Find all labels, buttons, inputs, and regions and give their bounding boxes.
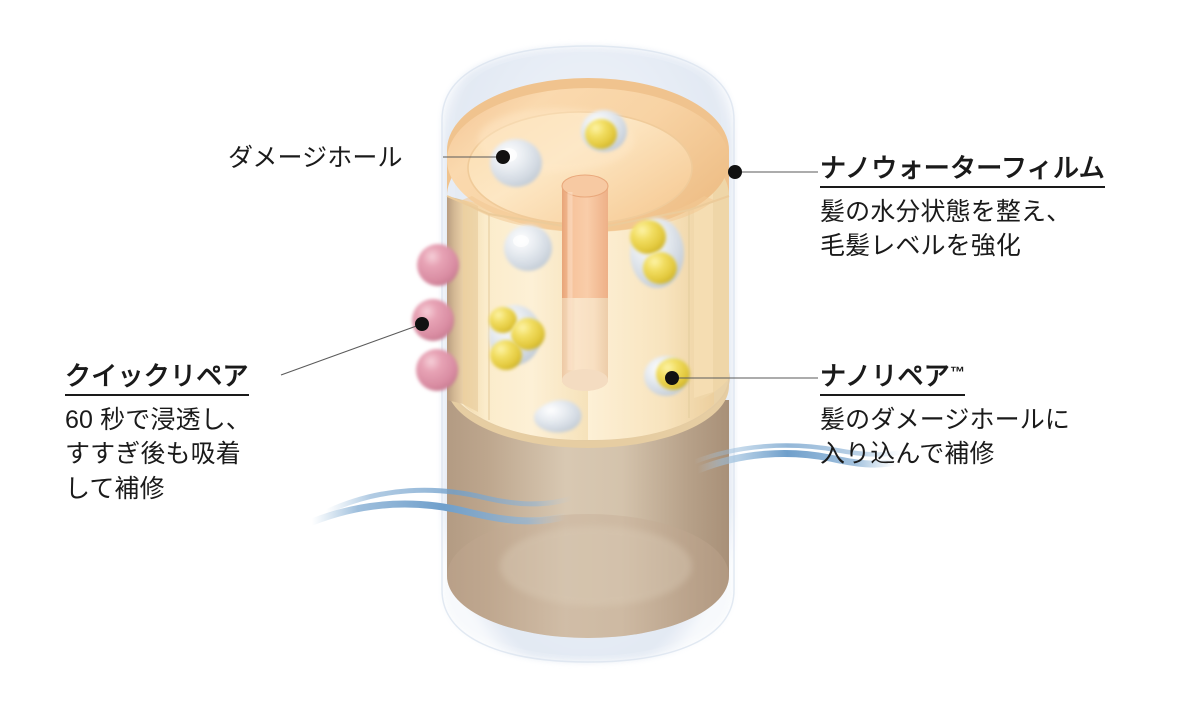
medulla-column [561,174,609,391]
trademark-symbol: ™ [950,363,966,381]
callout-title-nano-repair-text: ナノリペア [820,361,951,391]
leader-dot-quick-repair [415,317,429,331]
damage-hole-icon [489,305,541,365]
water-wave [308,500,570,526]
callout-body-quick-repair: 60 秒で浸透し、 すすぎ後も吸着 して補修 [65,405,251,503]
leader-dot-damage-hole [496,150,510,164]
leader-line-quick-repair [280,323,423,376]
water-wave [323,487,575,515]
leader-dot-water-film [728,165,742,179]
leader-dot-nano-repair [665,371,679,385]
nano-repair-particle-group [489,119,690,396]
cortex-cut-shelf [446,315,730,448]
damage-hole-icon [490,139,542,187]
damage-hole-icon [581,110,627,152]
quick-repair-sphere [417,244,459,286]
nano-repair-particle [489,307,517,333]
quick-repair-sphere [416,349,458,391]
nano-repair-particle [630,220,666,254]
quick-repair-sphere [412,299,454,341]
hair-cortex-cut-body [447,150,729,441]
quick-repair-sphere-group [412,244,459,391]
nano-repair-particle [511,318,545,350]
callout-body-nano-repair: 髪のダメージホールに 入り込んで補修 [820,405,1071,469]
callout-title-quick-repair: クイックリペア [65,360,249,396]
callout-title-nano-water-film: ナノウォーターフィルム [820,152,1105,188]
nano-repair-particle [585,119,617,149]
callout-nano-water-film: ナノウォーターフィルム 髪の水分状態を整え、 毛髪レベルを強化 [820,152,1105,264]
callout-title-nano-repair: ナノリペア™ [820,360,966,396]
hair-top-cap [446,78,730,232]
hair-shaft-outer-cylinder [447,400,729,638]
damage-hole-icon [630,218,684,288]
callout-nano-repair: ナノリペア™ 髪のダメージホールに 入り込んで補修 [820,360,1070,472]
damage-hole-icon [504,225,552,271]
callout-quick-repair: クイックリペア 60 秒で浸透し、 すすぎ後も吸着 して補修 [65,360,251,506]
callout-body-nano-water-film: 髪の水分状態を整え、 毛髪レベルを強化 [820,197,1072,261]
water-wave-group [308,443,905,526]
damage-hole-group [490,110,627,433]
nano-repair-particle [656,358,690,390]
nano-water-film-layer [441,45,735,663]
leader-line-group [280,150,818,385]
damage-hole-icon [644,356,688,396]
nano-repair-particle [490,340,522,370]
damage-hole-icon [534,399,582,433]
label-damage-hole: ダメージホール [228,144,403,172]
nano-repair-particle [643,252,677,284]
